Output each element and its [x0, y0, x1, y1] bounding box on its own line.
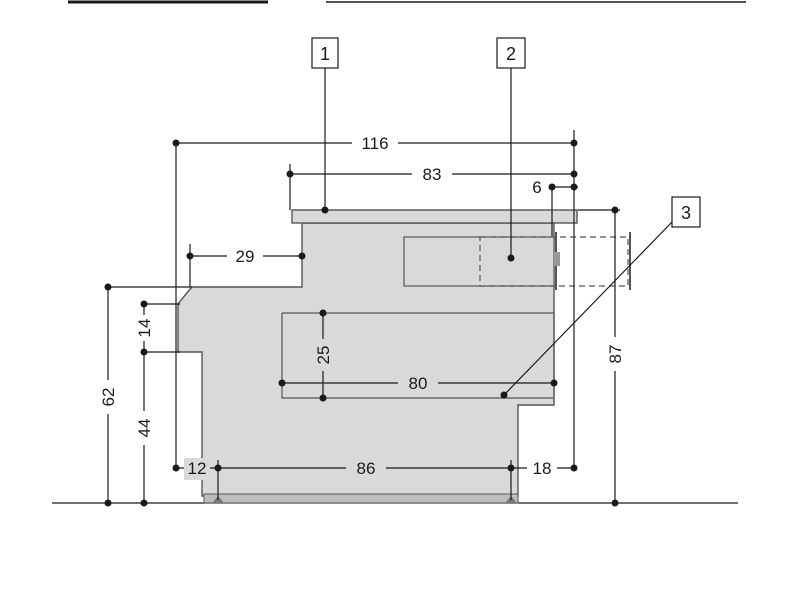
dim-87-label: 87	[606, 345, 625, 364]
dim-dot	[140, 300, 148, 308]
dim-label-bg	[398, 372, 438, 394]
dim-label-bg	[346, 458, 386, 480]
dim-29-label: 29	[236, 247, 255, 266]
callout-dot-3	[500, 391, 508, 399]
callout-box-3	[671, 196, 701, 228]
callout-3-label: 3	[681, 203, 691, 223]
callout-dot-2	[507, 254, 515, 262]
dim-dot	[550, 379, 558, 387]
dim-label-bg	[184, 458, 210, 480]
dim-dot	[611, 499, 619, 507]
door-open-outline	[479, 236, 629, 287]
dim-label-bg	[527, 458, 557, 480]
dim-86-label: 86	[357, 459, 376, 478]
dim-dot	[319, 309, 327, 317]
callout-box-2	[496, 37, 526, 69]
dim-dot	[278, 379, 286, 387]
dim-44-label: 44	[135, 419, 154, 438]
dim-label-bg	[133, 315, 155, 341]
dim-25-label: 25	[314, 346, 333, 365]
dim-dot	[570, 464, 578, 472]
dim-83-label: 83	[423, 165, 442, 184]
callout-dot-1	[321, 206, 329, 214]
dim-dot	[298, 252, 306, 260]
dim-label-bg	[227, 245, 263, 267]
callout-box-1	[311, 37, 339, 69]
dim-dot	[104, 499, 112, 507]
dim-80-label: 80	[409, 374, 428, 393]
callout-2-label: 2	[506, 44, 516, 64]
dim-62-label: 62	[99, 388, 118, 407]
top-cover	[291, 209, 578, 224]
dim-dot	[140, 499, 148, 507]
dim-label-bg	[133, 411, 155, 445]
dim-label-bg	[604, 337, 626, 371]
door-panel	[403, 236, 555, 287]
dim-12-label: 12	[188, 459, 207, 478]
dim-14-label: 14	[135, 319, 154, 338]
dim-116-label: 116	[361, 134, 388, 153]
dim-label-bg	[352, 132, 398, 154]
base-plinth	[203, 493, 519, 504]
dim-dot	[319, 394, 327, 402]
dim-dot	[611, 206, 619, 214]
dim-dot	[172, 464, 180, 472]
dim-label-bg	[97, 380, 119, 414]
dim-dot	[104, 283, 112, 291]
drawer-opening	[281, 312, 555, 399]
dim-dot	[570, 170, 578, 178]
dim-18-label: 18	[533, 459, 552, 478]
callout-leader-3	[503, 221, 673, 396]
dim-label-bg	[412, 163, 452, 185]
dim-dot	[570, 183, 578, 191]
callout-1-label: 1	[320, 44, 330, 64]
dim-6-label: 6	[532, 178, 541, 197]
dim-label-bg	[312, 339, 334, 371]
door-hinge-block	[554, 252, 560, 266]
